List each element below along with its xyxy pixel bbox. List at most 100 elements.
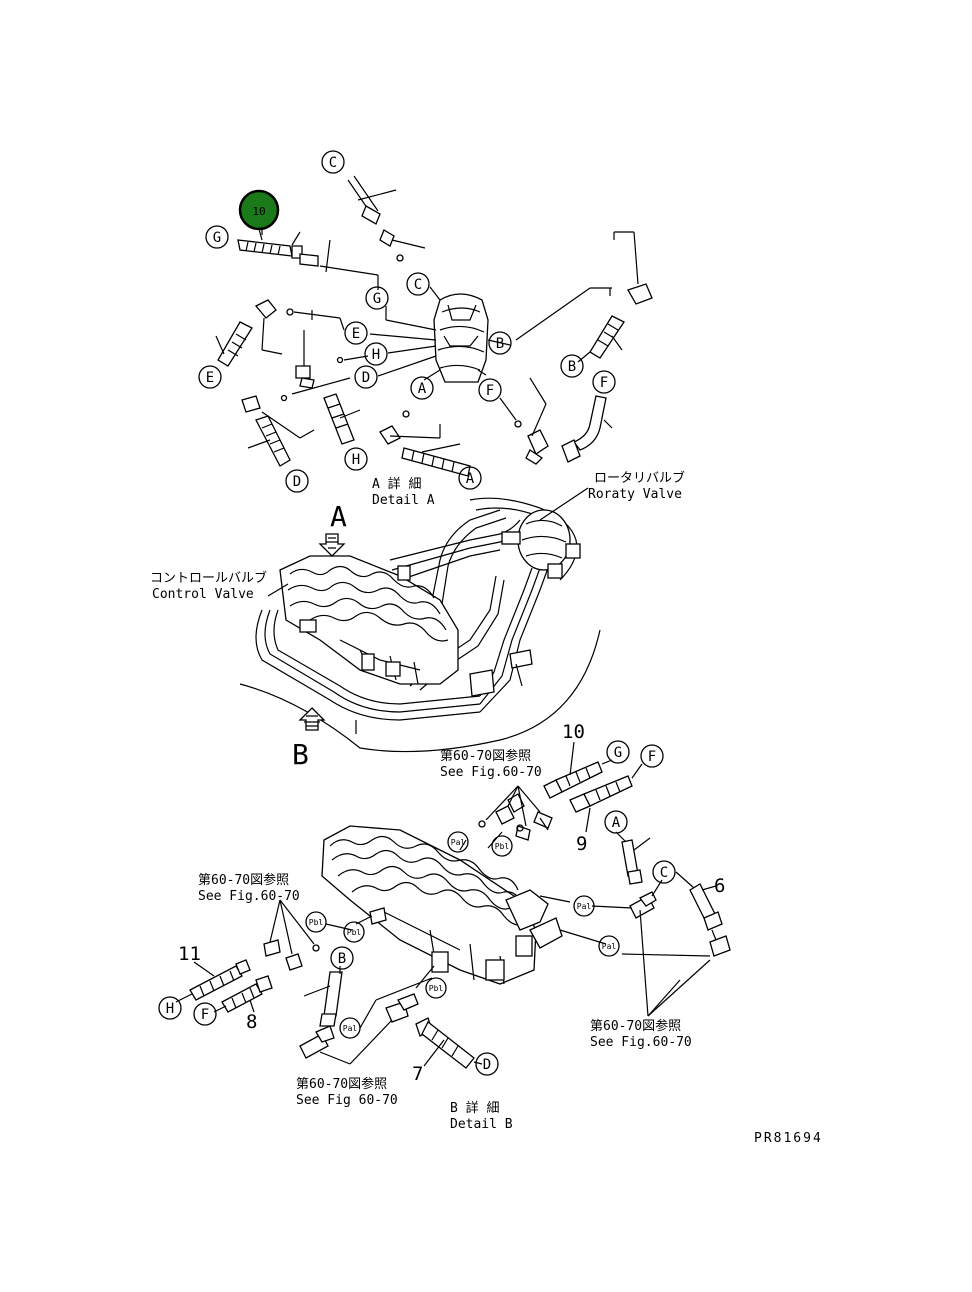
callout-text: D [293, 474, 301, 490]
callout-text: G [373, 291, 381, 307]
rotary-valve-assembly [469, 509, 581, 697]
callout-b-mid: B [488, 331, 512, 355]
port-text: Pal [343, 1024, 358, 1033]
hose-a [379, 410, 471, 477]
hose-item7 [415, 1017, 483, 1069]
hose-g-item10 [237, 222, 379, 290]
tube-f-right [561, 395, 613, 463]
callout-text: E [352, 326, 360, 342]
callout-a-mid: A [410, 376, 434, 400]
port-text: Pbl [347, 928, 362, 937]
port-pa3: Pal [598, 935, 620, 957]
rotary-joint-body [433, 293, 489, 383]
callout-h-b: H [158, 996, 182, 1020]
fitting-f-mid [499, 377, 549, 465]
port-text: Pal [451, 838, 466, 847]
port-text: Pbl [429, 984, 444, 993]
port-text: Pal [602, 942, 617, 951]
port-pb1: Pbl [491, 835, 513, 857]
port-text: Pal [577, 902, 592, 911]
part-number-9: 9 [576, 833, 587, 855]
callout-a-low: A [458, 466, 482, 490]
callout-text: E [206, 370, 214, 386]
hose-item9-detail-b [569, 763, 643, 833]
callout-f-right: F [592, 370, 616, 394]
callout-b-right: B [560, 354, 584, 378]
callout-d-b: D [475, 1052, 499, 1076]
ref-label-3-en: See Fig.60-70 [590, 1035, 692, 1050]
port-pb2: Pbl [305, 911, 327, 933]
ref-label-1-jp: 第60-70図参照 [440, 748, 531, 764]
callout-c-top: C [321, 150, 345, 174]
callout-e-mid: E [344, 321, 368, 345]
detail-a-title-jp: A 詳 細 [372, 476, 421, 492]
view-arrow-b [298, 707, 326, 731]
callout-b-b: B [330, 946, 354, 970]
callout-text: C [414, 277, 422, 293]
callout-e-left: E [198, 365, 222, 389]
port-pa2: Pal [573, 895, 595, 917]
callout-g-b: G [606, 740, 630, 764]
callout-c-mid: C [406, 272, 430, 296]
highlight-marker-item10[interactable]: 10 [238, 189, 280, 241]
callout-text: C [329, 155, 337, 171]
rotary-valve-label-en: Roraty Valve [588, 487, 682, 502]
part-number-6: 6 [714, 875, 725, 897]
callout-text: D [362, 370, 370, 386]
callout-g-left: G [205, 225, 229, 249]
callout-text: A [612, 815, 621, 831]
part-number-7: 7 [412, 1063, 423, 1085]
hose-h [323, 393, 361, 445]
callout-text: H [352, 452, 360, 468]
callout-text: G [614, 745, 622, 761]
part-number-11: 11 [178, 943, 201, 965]
callout-text: F [201, 1007, 209, 1023]
port-text: Pbl [495, 842, 510, 851]
callout-text: A [418, 381, 427, 397]
detail-b-title-jp: B 詳 細 [450, 1100, 499, 1116]
callout-d-mid: D [354, 365, 378, 389]
port-pa4: Pal [339, 1017, 361, 1039]
ref-label-4-en: See Fig 60-70 [296, 1093, 398, 1108]
callout-text: H [372, 347, 380, 363]
callout-f-bl: F [193, 1002, 217, 1026]
callout-g-mid: G [365, 286, 389, 310]
hose-d-left [241, 394, 315, 467]
callout-text: B [496, 336, 504, 352]
callout-h-low: H [344, 447, 368, 471]
port-pa1: Pal [447, 831, 469, 853]
detail-b-top-fittings [459, 785, 553, 851]
rotary-valve-label-jp: ロータリバルブ [594, 470, 685, 486]
ref-label-3-jp: 第60-70図参照 [590, 1018, 681, 1034]
callout-f-mid: F [478, 378, 502, 402]
view-b-label: B [292, 738, 309, 771]
control-valve-label-jp: コントロールバルブ [150, 570, 267, 586]
callout-text: B [568, 359, 576, 375]
ref-label-2-jp: 第60-70図参照 [198, 872, 289, 888]
fitting-e-left [215, 299, 345, 367]
callout-f-b: F [640, 744, 664, 768]
fittings-right-detail-b [539, 871, 731, 1017]
ref-label-1-en: See Fig.60-70 [440, 765, 542, 780]
control-valve-assembly [279, 555, 459, 685]
assembly-view [239, 487, 601, 753]
port-pb4: Pbl [425, 977, 447, 999]
callout-text: H [166, 1001, 174, 1017]
drawing-number: PR81694 [754, 1131, 823, 1146]
part-number-8: 8 [246, 1011, 257, 1033]
callout-text: G [213, 230, 221, 246]
callout-h-mid: H [364, 342, 388, 366]
callout-text: F [600, 375, 608, 391]
pipe-b-detail-b [303, 966, 343, 1027]
ref-label-4-jp: 第60-70図参照 [296, 1076, 387, 1092]
callout-text: A [466, 471, 475, 487]
pipe-a-detail-b [615, 831, 651, 885]
detail-a-drawing [215, 175, 653, 477]
detail-b-title-en: Detail B [450, 1117, 513, 1132]
callout-d-low: D [285, 469, 309, 493]
hose-item8 [213, 975, 273, 1013]
control-valve-block [321, 825, 563, 985]
pipe-b-right [577, 231, 653, 363]
